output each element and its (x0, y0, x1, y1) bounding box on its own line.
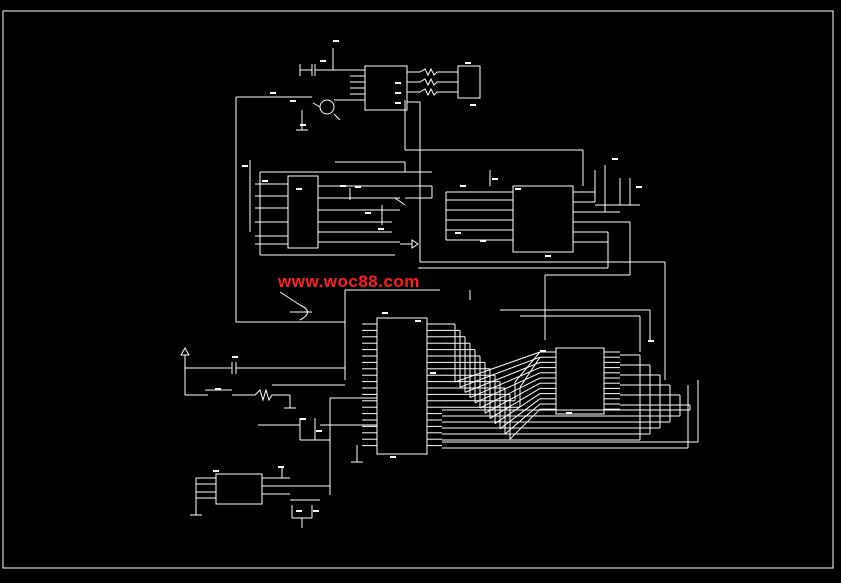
mcu-chip (376, 317, 428, 455)
reset-circuit (180, 346, 377, 495)
lower-right-pins (540, 351, 620, 410)
bottom-small-chip (190, 466, 330, 528)
lower-right-chip (555, 347, 605, 415)
annotation-marks (213, 40, 654, 512)
switch-symbol (279, 290, 471, 321)
serial-converter-chip (299, 48, 481, 111)
bus-wiring (236, 102, 666, 380)
mid-right-chip (404, 100, 640, 253)
mid-left-chip (249, 160, 433, 256)
drawing-frame (2, 10, 834, 569)
mcu-to-memory-wiring (442, 309, 699, 449)
mcu-pins (362, 323, 442, 447)
transistor-stage (235, 96, 352, 322)
watermark-text: www.woc88.com (278, 272, 420, 291)
